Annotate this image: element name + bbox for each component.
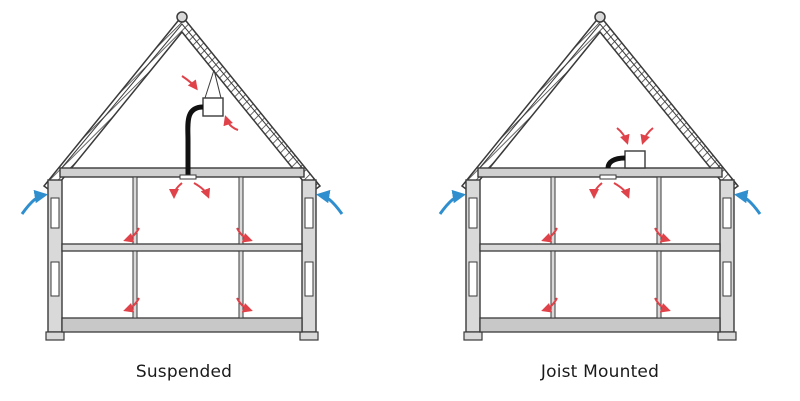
partition (656, 250, 662, 319)
ceiling-diffuser (179, 174, 197, 180)
duct (605, 155, 626, 169)
intake-arrow (438, 189, 466, 215)
intake-arrow (316, 189, 344, 215)
attic-air-arrow (640, 127, 654, 145)
partition (238, 250, 244, 319)
roof (460, 11, 740, 194)
intake-arrow (20, 189, 48, 215)
partition (132, 176, 138, 245)
attic-air-arrow (616, 127, 630, 145)
supply-arrow (589, 182, 603, 199)
room-air-arrow (236, 297, 253, 313)
caption-suspended: Suspended (135, 362, 233, 382)
duct (185, 104, 204, 175)
left-wall (45, 179, 65, 341)
partition (132, 250, 138, 319)
partition (656, 176, 662, 245)
attic-air-arrow (223, 115, 239, 131)
partition (550, 250, 556, 319)
room-air-arrow (541, 297, 558, 313)
house-suspended (20, 11, 344, 341)
right-wall (299, 179, 319, 341)
ceiling-diffuser (599, 174, 617, 180)
caption-joist-mounted: Joist Mounted (540, 362, 660, 382)
ground-slab (479, 317, 721, 333)
partition (550, 176, 556, 245)
room-air-arrow (654, 227, 671, 243)
room-air-arrow (123, 297, 140, 313)
house-joist-mounted (438, 11, 762, 341)
supply-arrow (169, 182, 183, 199)
ground-slab (61, 317, 303, 333)
room-air-arrow (654, 297, 671, 313)
room-air-arrow (123, 227, 140, 243)
partition (238, 176, 244, 245)
right-wall (717, 179, 737, 341)
roof (42, 11, 322, 194)
first-floor (61, 243, 303, 252)
room-air-arrow (541, 227, 558, 243)
intake-arrow (734, 189, 762, 215)
supply-arrow (193, 182, 211, 199)
room-air-arrow (236, 227, 253, 243)
first-floor (479, 243, 721, 252)
attic-air-arrow (181, 75, 198, 91)
supply-arrow (613, 182, 631, 199)
left-wall (463, 179, 483, 341)
joist-fan-unit (624, 150, 646, 169)
roof-finial (594, 11, 606, 23)
roof-finial (176, 11, 188, 23)
